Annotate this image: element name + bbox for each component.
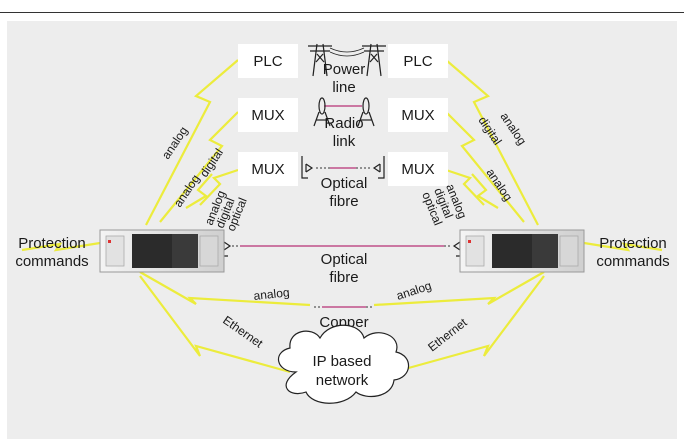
analog-label: analog [395, 278, 434, 302]
protection-device-right [459, 229, 585, 273]
power-tower-icon [308, 43, 332, 77]
mux-radio-left-label: MUX [251, 107, 284, 124]
mux-optical-left-label: MUX [251, 161, 284, 178]
lightning-link-icon [199, 168, 239, 206]
optical-fibre-mux-label-1: Optical [321, 175, 368, 192]
ethernet-label: Ethernet [220, 313, 266, 351]
mux-optical-right-box [388, 152, 448, 186]
lightning-link-icon [583, 241, 663, 252]
power-line-label-2: line [332, 79, 355, 96]
cloud-label-2: network [316, 372, 369, 389]
protection-right-label-2: commands [596, 253, 669, 270]
mux-optical-right-label: MUX [401, 161, 434, 178]
lightning-link-icon [21, 241, 101, 252]
optical-transceiver-icon [301, 156, 314, 179]
lightning-link-icon [145, 59, 239, 226]
optical-fibre-mux-label-2: fibre [329, 193, 358, 210]
power-line-towers [308, 43, 386, 77]
lightning-link-icon [185, 173, 213, 209]
plc-right-label: PLC [403, 53, 432, 70]
radio-antenna-icon [313, 97, 331, 127]
copper-wires-label-1: Copper [319, 314, 368, 331]
mux-optical-left-box [238, 152, 298, 186]
cloud-labels: IP based network [313, 353, 372, 389]
mux-radio-left-box [238, 98, 298, 132]
plc-left-box [238, 44, 298, 78]
fibre-lines [240, 105, 444, 308]
power-line-label-1: Power [323, 61, 366, 78]
lightning-link-icon [139, 275, 291, 374]
lightning-link-icon [471, 173, 499, 209]
analog-label: analog [498, 110, 530, 148]
cloud-label-1: IP based [313, 353, 372, 370]
plc-right-box [388, 44, 448, 78]
radio-antennas [313, 97, 375, 127]
protection-left-label-1: Protection [18, 235, 86, 252]
lightning-link-icon [139, 271, 311, 307]
top-rule [0, 0, 684, 13]
lightning-link-icon [393, 275, 545, 374]
protection-right-label-1: Protection [599, 235, 667, 252]
box-labels: PLC PLC MUX MUX MUX MUX [251, 53, 434, 178]
radio-link-label-1: Radio [324, 115, 363, 132]
power-tower-icon [362, 43, 386, 77]
lightning-link-icon [445, 168, 485, 206]
lightning-link-icon [445, 111, 525, 223]
analog-label: analog [253, 285, 290, 303]
ethernet-label: Ethernet [425, 315, 470, 354]
medium-labels: Power line Radio link Optical fibre Opti… [319, 61, 368, 349]
mux-radio-right-label: MUX [401, 107, 434, 124]
cloud-icon [278, 324, 410, 404]
plc-left-label: PLC [253, 53, 282, 70]
optical-fibre-direct-label-2: fibre [329, 269, 358, 286]
lightning-link-icon [159, 111, 239, 223]
analog-label: analog [159, 124, 191, 162]
optical-fibre-direct-label-1: Optical [321, 251, 368, 268]
protection-left-label-2: commands [15, 253, 88, 270]
optical-transceiver-icon [372, 156, 385, 179]
equipment-boxes [238, 44, 448, 186]
protection-labels: Protection commands Protection commands [15, 235, 669, 270]
protection-device-left [99, 229, 225, 273]
radio-link-label-2: link [333, 133, 356, 150]
lightning-link-icon [373, 271, 545, 307]
lightning-link-icon [445, 59, 539, 226]
mux-radio-right-box [388, 98, 448, 132]
radio-antenna-icon [357, 97, 375, 127]
lightning-links [21, 59, 663, 374]
fibre-dashes [232, 167, 452, 308]
